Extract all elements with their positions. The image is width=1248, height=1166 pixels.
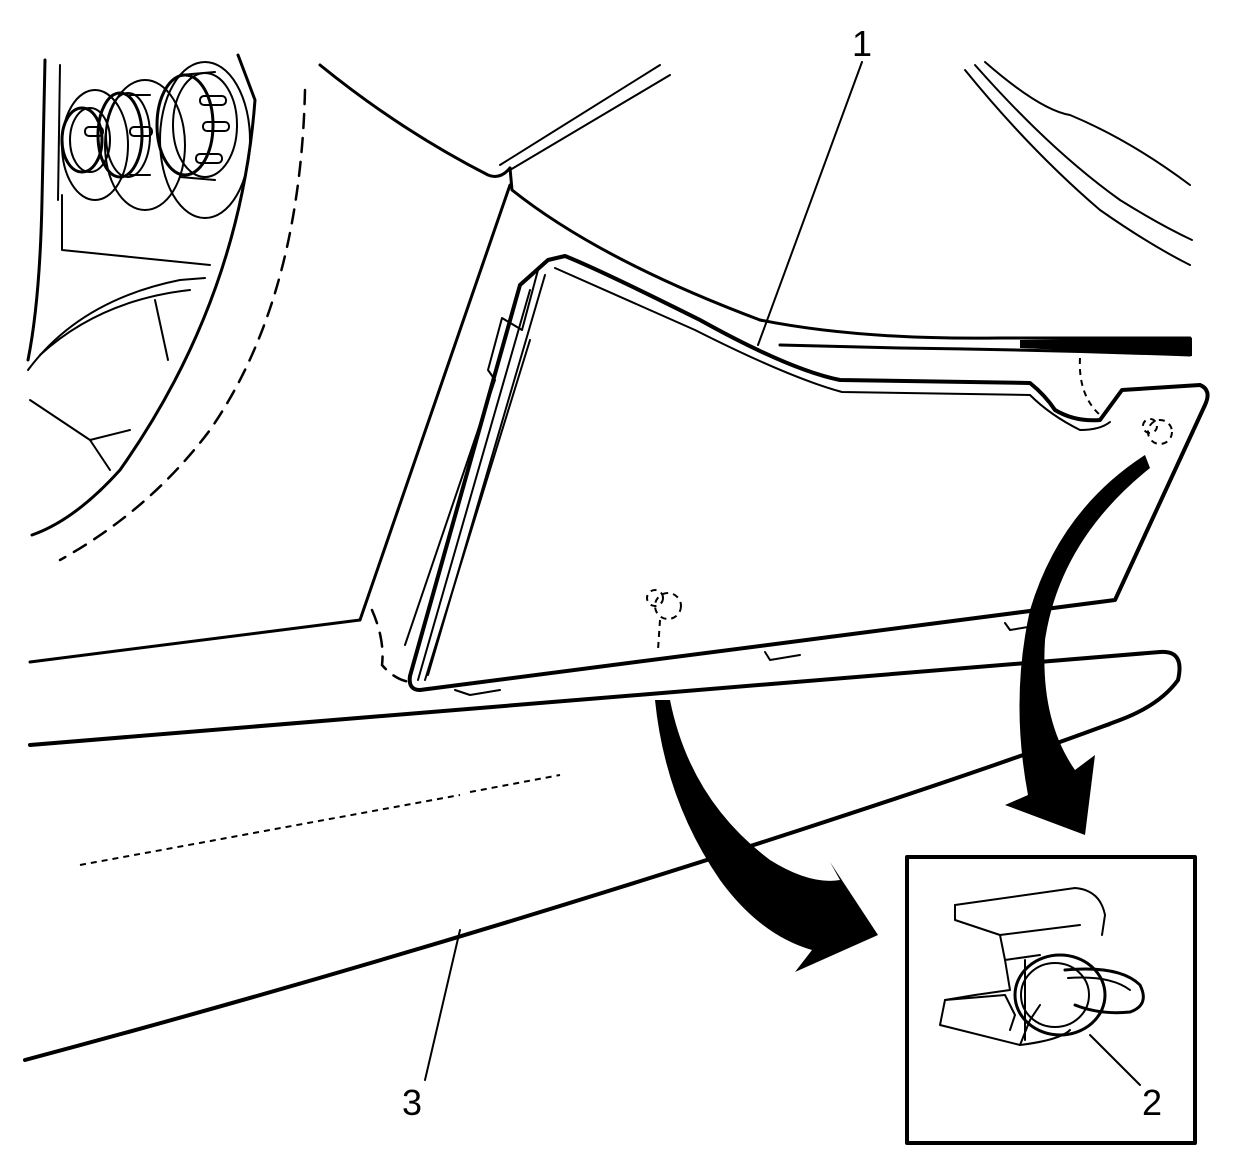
removal-arrow-right [1005,455,1150,835]
instrument-panel-outline [27,53,1193,684]
callout-2: 2 [1089,1034,1162,1123]
retainer-detail-inset [905,855,1197,1145]
climate-control-knobs [26,58,251,362]
callout-2-label: 2 [1142,1082,1162,1123]
trim-panel [404,254,1210,696]
sill-plate [23,649,1182,1062]
callout-1-label: 1 [852,23,872,64]
callout-3-label: 3 [402,1082,422,1123]
callout-3: 3 [402,929,461,1123]
removal-arrow-left [655,700,878,972]
callout-1: 1 [757,23,872,346]
removal-arrows [655,455,1150,972]
